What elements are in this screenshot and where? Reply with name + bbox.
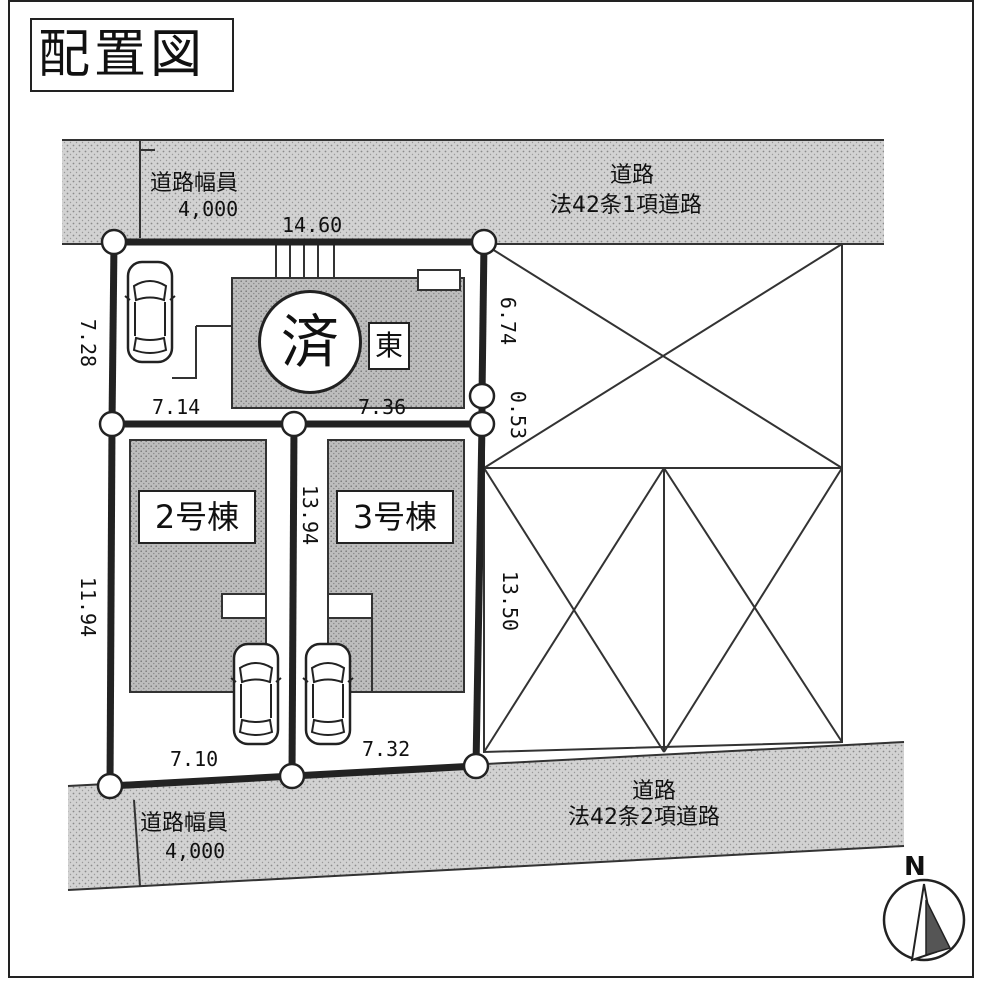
north-road-width-value: 4,000 (178, 197, 239, 221)
car-sold-lot (123, 260, 177, 364)
dim-right-small: 0.53 (506, 390, 531, 440)
house2-label: 2号棟 (138, 490, 256, 544)
north-road-width-label: 道路幅員 (150, 171, 239, 196)
house3-label: 3号棟 (336, 490, 454, 544)
compass-north-label: N (904, 852, 926, 882)
dim-right-lower: 13.50 (498, 570, 523, 632)
dim-mid-right: 7.36 (358, 395, 407, 419)
dim-top: 14.60 (282, 213, 343, 237)
dim-center-lower: 13.94 (298, 484, 323, 546)
north-compass-icon (882, 878, 966, 962)
north-road-name: 道路 (610, 163, 655, 188)
dim-bottom-right: 7.32 (362, 737, 411, 761)
title-box (30, 18, 234, 92)
south-road-name: 道路 (632, 779, 677, 804)
dim-mid-left: 7.14 (152, 395, 201, 419)
car-house2 (229, 642, 283, 746)
sold-building-label: 東 (368, 322, 410, 370)
sold-stamp: 済 (258, 290, 362, 394)
dim-left-lower: 11.94 (76, 576, 101, 638)
north-road-law: 法42条1項道路 (550, 193, 702, 218)
drawing-frame (8, 0, 974, 978)
south-road-law: 法42条2項道路 (568, 805, 720, 830)
neighbor-lot (483, 243, 843, 754)
dim-right-upper: 6.74 (496, 296, 521, 346)
boundary-markers (96, 228, 498, 800)
north-road (62, 140, 884, 244)
dim-left-upper: 7.28 (76, 318, 101, 368)
south-road-width-value: 4,000 (165, 839, 226, 863)
page-title: 配置図 (38, 25, 207, 85)
south-road-width-label: 道路幅員 (140, 811, 229, 836)
site-boundary (106, 238, 488, 790)
dim-bottom-left: 7.10 (170, 747, 219, 771)
car-house3 (301, 642, 355, 746)
